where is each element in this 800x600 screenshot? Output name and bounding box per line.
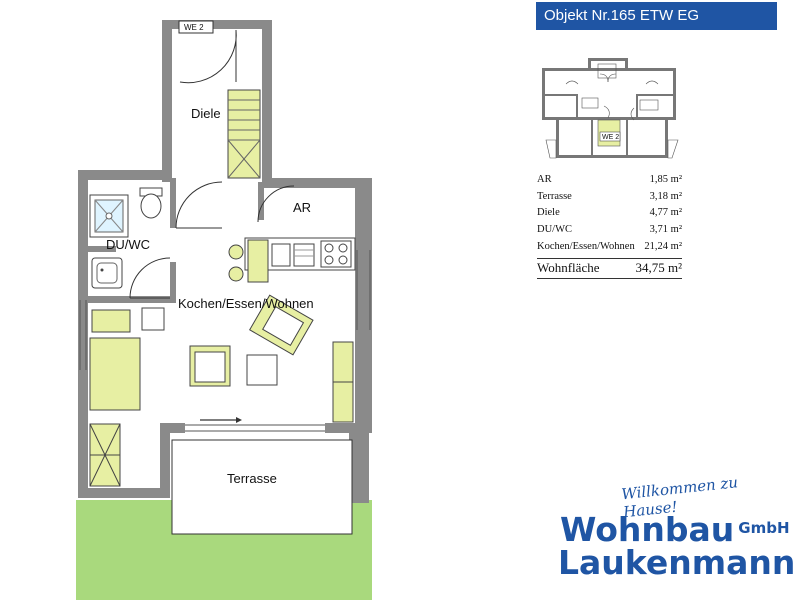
overview-detail bbox=[565, 63, 659, 121]
room-label-duwc: DU/WC bbox=[106, 237, 150, 252]
room-label-terrasse: Terrasse bbox=[227, 471, 277, 486]
overview-unit-tag-box bbox=[599, 131, 621, 142]
unit-tag-box bbox=[178, 20, 214, 34]
object-title: Objekt Nr.165 ETW EG bbox=[544, 7, 700, 24]
brand-logo-line2: Laukenmann bbox=[558, 543, 796, 582]
area-value: 3,18 m² bbox=[649, 190, 682, 202]
bath-fixtures bbox=[89, 187, 163, 289]
area-value: 3,71 m² bbox=[649, 224, 682, 236]
area-value: 4,77 m² bbox=[649, 207, 682, 219]
area-name: Terrasse bbox=[537, 190, 572, 202]
floor-plan: WE 2 Diele AR DU/WC Kochen/Essen/Wohnen … bbox=[76, 20, 372, 600]
walls bbox=[78, 20, 372, 503]
overview-walls bbox=[542, 58, 676, 158]
overview-unit-tag: WE 2 bbox=[602, 134, 619, 141]
doors bbox=[129, 29, 295, 421]
area-row: DU/WC 3,71 m² bbox=[537, 222, 682, 239]
unit-tag: WE 2 bbox=[184, 23, 204, 32]
object-title-bar: Objekt Nr.165 ETW EG bbox=[536, 2, 777, 30]
area-table: AR 1,85 m² Terrasse 3,18 m² Diele 4,77 m… bbox=[537, 172, 682, 279]
building-overview: WE 2 bbox=[542, 58, 679, 159]
kitchen-block bbox=[228, 237, 356, 283]
brand-suffix: GmbH bbox=[738, 519, 790, 537]
windows bbox=[79, 250, 371, 432]
brand-name-wohnbau: Wohnbau bbox=[560, 510, 735, 549]
room-label-diele: Diele bbox=[191, 106, 221, 121]
total-value: 34,75 m² bbox=[635, 259, 682, 275]
area-value: 1,85 m² bbox=[649, 174, 682, 185]
area-row: AR 1,85 m² bbox=[537, 172, 682, 189]
area-row: Terrasse 3,18 m² bbox=[537, 189, 682, 206]
area-row: Kochen/Essen/Wohnen 21,24 m² bbox=[537, 239, 682, 256]
terrace-floor bbox=[171, 439, 353, 535]
room-label-ar: AR bbox=[293, 200, 311, 215]
total-row: Wohnfläche 34,75 m² bbox=[537, 257, 682, 279]
slide-arrow-icon bbox=[236, 417, 242, 423]
total-label: Wohnfläche bbox=[537, 259, 600, 275]
area-row: Diele 4,77 m² bbox=[537, 205, 682, 222]
stair-element bbox=[227, 89, 261, 179]
area-name: Kochen/Essen/Wohnen bbox=[537, 240, 635, 252]
overview-terrace-right bbox=[667, 139, 679, 159]
area-name: AR bbox=[537, 174, 552, 185]
furniture bbox=[89, 294, 354, 487]
area-name: Diele bbox=[537, 207, 560, 219]
room-label-kochen: Kochen/Essen/Wohnen bbox=[178, 296, 314, 311]
area-value: 21,24 m² bbox=[644, 240, 682, 252]
area-name: DU/WC bbox=[537, 224, 572, 236]
furniture-detail bbox=[89, 337, 353, 487]
overview-terrace-left bbox=[545, 139, 557, 159]
